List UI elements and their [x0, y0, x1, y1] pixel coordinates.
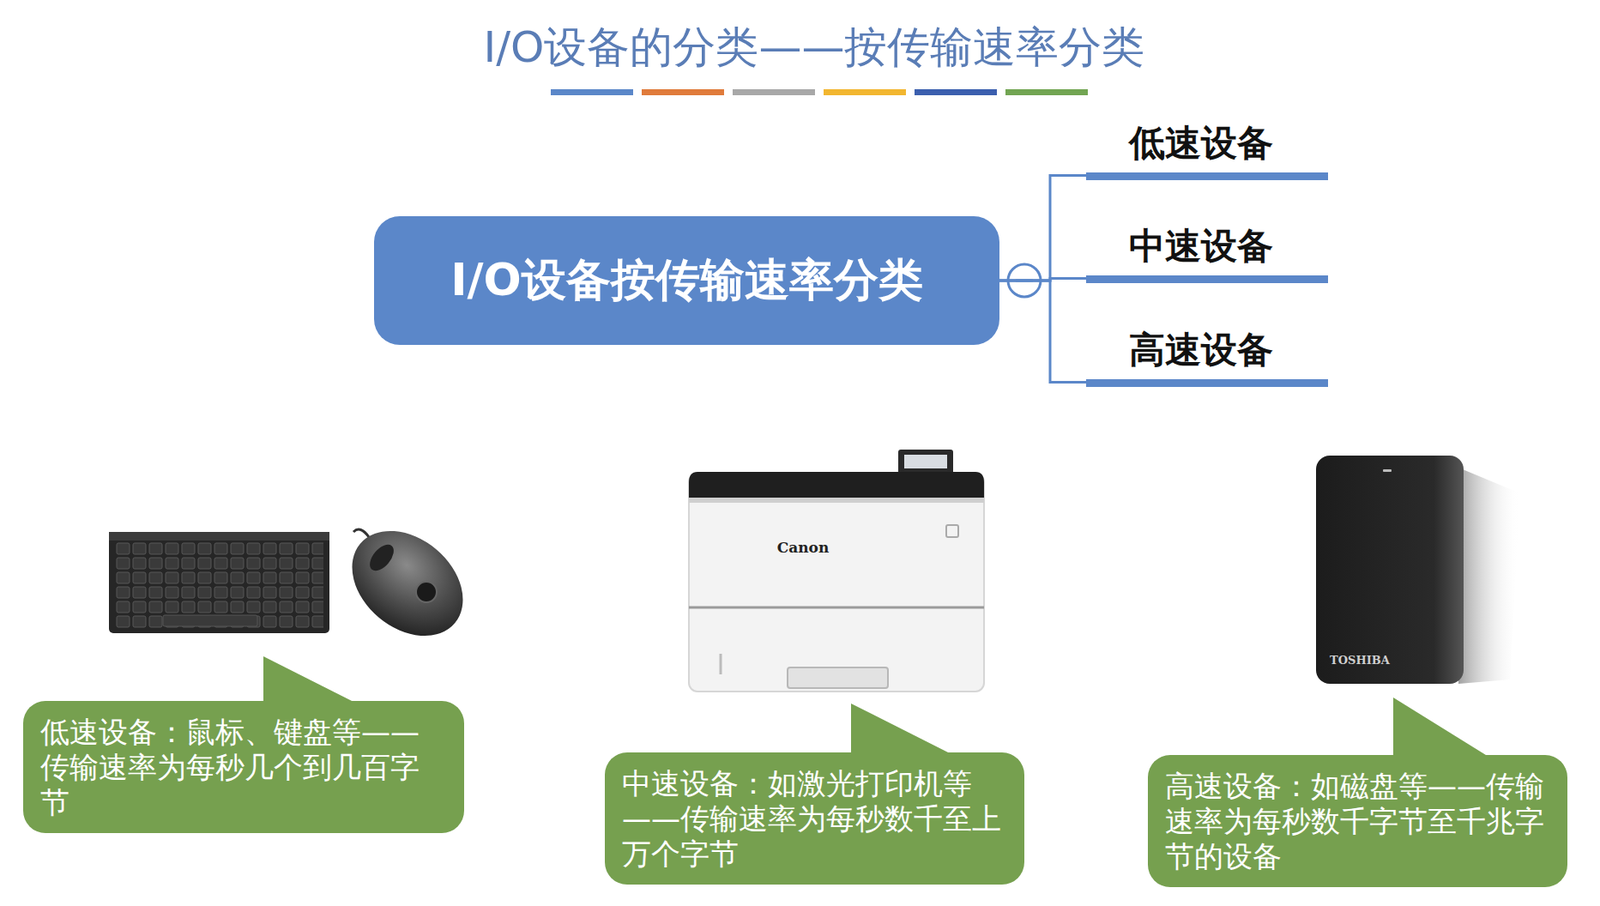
root-box: I/O设备按传输速率分类 — [374, 216, 1000, 345]
callout-text: 高速设备：如磁盘等——传输速率为每秒数千字节至千兆字节的设备 — [1165, 768, 1551, 874]
category-label: 高速设备 — [1086, 326, 1329, 387]
callout-box: 高速设备：如磁盘等——传输速率为每秒数千字节至千兆字节的设备 — [1147, 754, 1568, 888]
mouse-picture — [331, 509, 484, 658]
slide-title: I/O设备的分类——按传输速率分类 — [444, 18, 1184, 77]
root-text: I/O设备按传输速率分类 — [450, 250, 924, 311]
title-bars — [550, 89, 1088, 96]
category-text: 中速设备 — [1129, 223, 1329, 271]
brand-logo: Canon — [777, 538, 830, 556]
callout-text: 低速设备：鼠标、键盘等——传输速率为每秒几个到几百字节 — [40, 714, 447, 820]
brand-logo: TOSHIBA — [1329, 653, 1390, 667]
branch-connector — [999, 280, 1087, 383]
printer-picture — [688, 449, 985, 692]
hard-drive-picture — [1316, 455, 1521, 684]
callout-text: 中速设备：如激光打印机等——传输速率为每秒数千至上万个字节 — [621, 766, 1008, 871]
category-label: 低速设备 — [1086, 120, 1329, 181]
branch-connector — [999, 175, 1087, 281]
callout-box: 中速设备：如激光打印机等——传输速率为每秒数千至上万个字节 — [604, 752, 1025, 885]
category-text: 低速设备 — [1129, 120, 1329, 168]
callout-box: 低速设备：鼠标、键盘等——传输速率为每秒几个到几百字节 — [23, 700, 465, 834]
category-text: 高速设备 — [1129, 326, 1329, 375]
category-label: 中速设备 — [1086, 223, 1329, 284]
keyboard-picture — [108, 531, 330, 634]
